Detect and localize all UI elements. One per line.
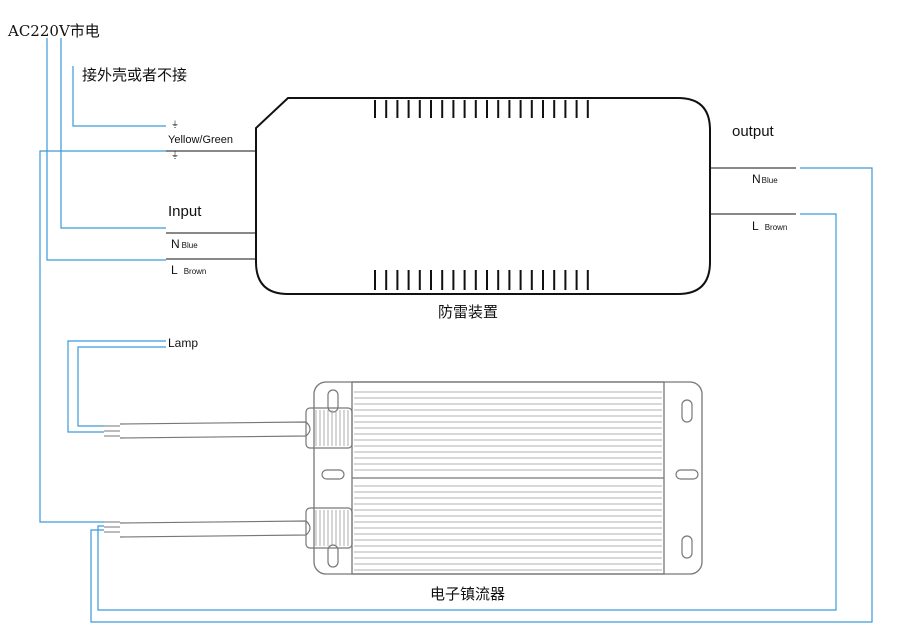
mounting-slot <box>681 399 693 423</box>
ballast-fins <box>354 391 662 571</box>
cable-gland-bottom <box>305 507 353 549</box>
surge-protector-vents-top <box>374 100 589 118</box>
mounting-slot <box>681 535 693 559</box>
lamp-wire-b <box>77 346 166 427</box>
ground-note-wire <box>72 66 166 127</box>
mains-wire-l <box>46 38 166 261</box>
ground-terminal-mark-top: ⏚ <box>171 120 179 129</box>
mains-label: AC220V市电 <box>7 22 100 40</box>
ground-note-label: 接外壳或者不接 <box>82 66 187 84</box>
yellow-green-label: Yellow/Green <box>168 134 233 146</box>
lamp-cable <box>119 421 311 439</box>
mounting-slot <box>327 544 339 568</box>
power-cable-tips <box>104 521 120 533</box>
surge-protector-label: 防雷装置 <box>438 303 498 321</box>
power-cable <box>119 520 311 538</box>
mounting-slot <box>675 469 699 480</box>
cable-gland-top <box>305 407 353 449</box>
output-label: output <box>732 123 775 140</box>
input-label: Input <box>168 203 202 220</box>
ground-terminal-mark-bottom: ⏚ <box>171 151 179 160</box>
ground-to-ballast-wire <box>39 150 166 523</box>
ballast-label: 电子镇流器 <box>430 585 505 603</box>
surge-protector-vents-bottom <box>374 270 589 290</box>
lamp-cable-tips <box>104 425 120 437</box>
lamp-label: Lamp <box>168 336 198 350</box>
mounting-slot <box>327 389 339 413</box>
output-n-label: NBlue <box>752 172 778 186</box>
electronic-ballast <box>104 381 703 575</box>
lamp-wire-a <box>67 340 166 433</box>
output-l-to-ballast-wire <box>97 213 837 611</box>
output-n-to-ballast-wire <box>90 167 873 623</box>
mains-wire-n <box>60 38 166 229</box>
cable-gland-ribs <box>315 410 349 546</box>
surge-protector-body <box>255 97 711 295</box>
mounting-slot <box>321 469 345 480</box>
